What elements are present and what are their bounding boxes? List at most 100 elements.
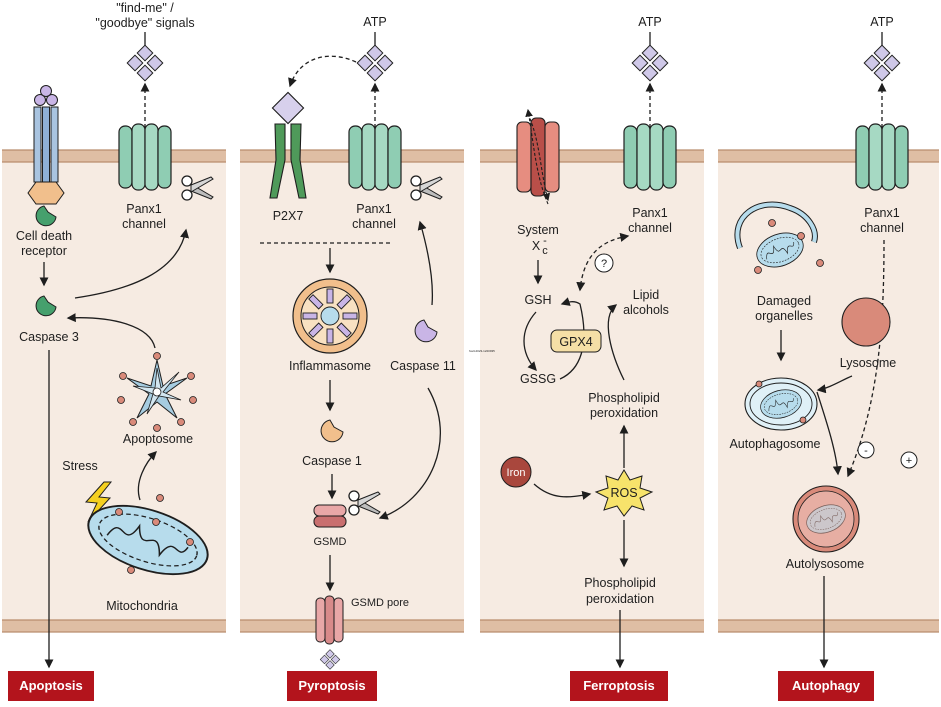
damaged-label-line2: organelles [755,309,813,323]
atp-diamond-icon [631,44,669,82]
panx1-channel [348,123,402,191]
caspase3-label: Caspase 3 [19,330,79,344]
apoptosome-to-caspase3-arrow [66,313,156,349]
iron-sphere [500,456,532,488]
channel-label-line2: channel [628,221,672,235]
autophagosome [744,377,818,431]
autophagy-banner-label: Autophagy [792,678,861,693]
gsh-to-gssg-arrow [523,311,537,372]
gsmd-label: GSMD [314,536,347,548]
to-autolysosome-arrow [816,391,842,476]
system-xc-transporter [516,108,560,205]
p2x7-receptor [269,91,307,199]
caspase1-label: Caspase 1 [302,454,362,468]
figure-id-text: fcell-2023-1220935 [469,349,495,353]
lipid-label-line1: Lipid [633,288,659,302]
atp-label: ATP [870,15,893,29]
lipid-label-line2: alcohols [623,303,669,317]
mito-to-apoptosome-arrow [137,451,157,501]
ferroptosis-panel: ATP Panx1 channel System X c - ? GSH GSS… [500,15,677,701]
pyroptosis-banner-label: Pyroptosis [298,678,365,693]
inflammasome-label: Inflammasome [289,359,371,373]
gsmd [313,504,347,528]
gsh-label: GSH [524,293,551,307]
plus-sign [900,451,918,469]
mitochondria-label: Mitochondria [106,599,178,613]
mitochondria [78,491,218,589]
autolysosome [792,485,860,553]
phospho-top-line1: Phospholipid [588,391,660,405]
receptor-label-line1: Cell death [16,229,72,243]
panx1-channel [118,123,172,191]
plus-label: + [906,455,912,467]
phospho-bottom-line1: Phospholipid [584,576,656,590]
channel-label-line2: channel [860,221,904,235]
pyroptosis-banner [287,671,377,701]
xc-sub-label: c [542,245,548,257]
gssg-label: GSSG [520,372,556,386]
autophagosome-label: Autophagosome [729,437,820,451]
ferroptosis-banner [570,671,668,701]
channel-label-line1: Panx1 [126,202,161,216]
caspase11-to-panx1-arrow [417,220,434,306]
caspase3-shape [35,295,57,317]
caspase1-shape [320,419,344,443]
signal-label-line2: "goodbye" signals [95,16,194,30]
autolysosome-label: Autolysosome [786,557,865,571]
xc-main-label: X [532,239,541,253]
caspase3-to-panx1-arrow [74,228,190,299]
cell-death-receptor [27,85,65,227]
apoptosis-banner-label: Apoptosis [19,678,83,693]
autophagy-banner [778,671,874,701]
atp-diamond-icon [319,649,341,670]
xc-sup-label: - [543,235,547,247]
autophagy-panel: ATP Panx1 channel Damaged organelles Lys… [729,15,918,701]
pyroptosis-panel: ATP Panx1 channel P2X7 [260,15,495,701]
panx1-to-autolysosome-arrow [846,239,885,478]
phospho-bottom-line2: peroxidation [586,592,654,606]
phospho-top-line2: peroxidation [590,406,658,420]
atp-label: ATP [638,15,661,29]
signal-label-line1: "find-me" / [116,1,174,15]
gpx4-box [550,329,602,353]
p2x7-label: P2X7 [273,209,304,223]
channel-label-line1: Panx1 [864,206,899,220]
iron-to-ros-arrow [533,483,592,500]
damaged-label-line1: Damaged [757,294,811,308]
gsmd-pore-label: GSMD pore [351,597,409,609]
damaged-organelles [734,201,824,274]
question-label: ? [601,258,607,270]
channel-label-line2: channel [122,217,166,231]
to-lipid-alcohols-arrow [607,304,625,381]
gssg-to-gsh-arrow [559,297,585,380]
lysosome [841,297,891,347]
apoptosome [117,352,197,432]
gsmd-pore [315,595,344,645]
gpx4-label: GPX4 [559,335,592,349]
channel-label-line2: channel [352,217,396,231]
apoptosome-label: Apoptosome [123,432,193,446]
atp-label: ATP [363,15,386,29]
stress-label: Stress [62,459,97,473]
panx1-channel [623,123,677,191]
iron-label: Iron [507,467,526,479]
caspase11-to-gsmd-arrow [378,387,441,520]
receptor-label-line2: receptor [21,244,67,258]
minus-label: - [864,445,868,457]
caspase11-label: Caspase 11 [390,359,456,373]
ros-burst [594,469,654,517]
ferroptosis-banner-label: Ferroptosis [583,678,655,693]
minus-sign [857,441,875,459]
atp-to-p2x7-arrow [288,55,357,88]
caspase11-shape [414,319,438,343]
atp-diamond-icon [863,44,901,82]
atp-diamond-icon [356,44,394,82]
lysosome-to-autophagosome-arrow [816,375,853,394]
channel-label-line1: Panx1 [356,202,391,216]
system-label: System [517,223,559,237]
apoptosis-banner [8,671,94,701]
panx1-channel [855,123,909,191]
ros-label: ROS [610,486,637,500]
inflammasome [292,278,368,354]
